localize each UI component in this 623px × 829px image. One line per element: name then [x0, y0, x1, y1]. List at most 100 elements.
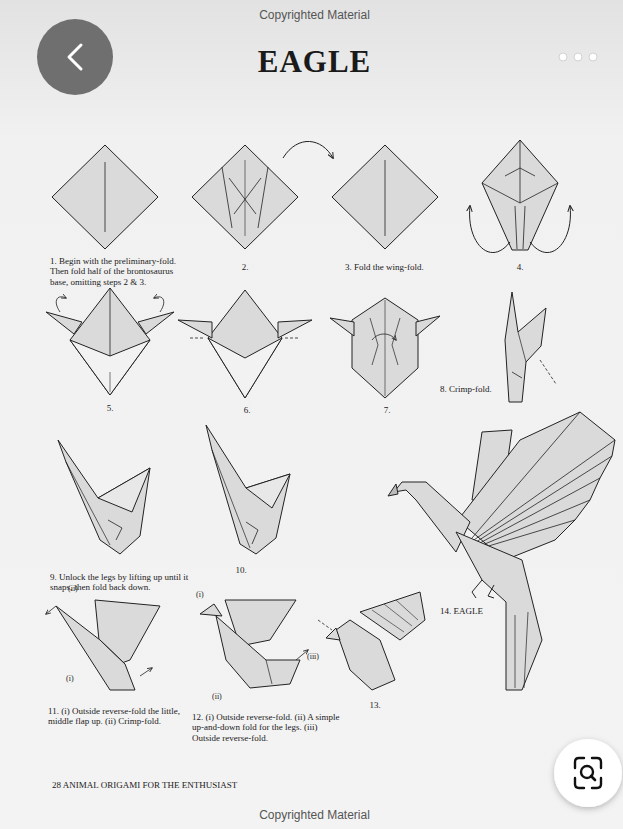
callout-number: (iii) [307, 652, 333, 661]
step-9-figure [98, 468, 150, 512]
step-12-figure [266, 660, 272, 684]
step-1-figure [52, 145, 158, 249]
step-5-figure [56, 297, 66, 312]
callout-number: (ii) [68, 584, 90, 593]
step-4-figure [505, 168, 535, 176]
step-11-figure [100, 640, 125, 664]
eagle-figure [472, 580, 482, 598]
eagle-figure [472, 412, 580, 538]
step-5-figure [110, 372, 111, 392]
step-4-figure [515, 206, 517, 249]
step-8-figure [505, 292, 546, 402]
step-7-figure [330, 298, 440, 398]
step-6-figure [208, 290, 282, 398]
step-5-figure [70, 288, 150, 395]
step-13-figure [318, 620, 332, 630]
eagle-figure [515, 615, 516, 688]
step-caption: 8. Crimp-fold. [440, 384, 504, 394]
step-7-figure [352, 298, 418, 398]
step-4-figure [530, 206, 570, 253]
step-2-figure [234, 178, 261, 214]
step-13-figure [372, 600, 418, 632]
step-caption: 11. (i) Outside reverse-fold the little,… [48, 706, 190, 727]
page-title: EAGLE [3, 44, 623, 80]
back-button [37, 19, 113, 95]
step-2-figure [222, 167, 232, 228]
step-number: 6. [232, 405, 262, 415]
step-11-figure [140, 668, 152, 676]
step-4-figure [470, 206, 510, 253]
step-4-figure [482, 140, 558, 250]
search-button [554, 739, 622, 807]
eagle-figure [388, 484, 398, 496]
eagle-figure [480, 500, 590, 546]
step-6-figure [178, 290, 312, 398]
origami-illustration [46, 140, 615, 690]
page-footer: 28 ANIMAL ORIGAMI FOR THE ENTHUSIAST [52, 780, 372, 790]
step-13-figure [396, 600, 418, 620]
more-icon [574, 53, 582, 61]
more-icon [589, 53, 597, 61]
step-10-figure [246, 474, 290, 508]
step-3-figure [332, 145, 438, 249]
eagle-figure [474, 440, 615, 540]
callout-number: (i) [196, 590, 214, 599]
step-11-figure [56, 606, 135, 690]
more-icon [559, 53, 597, 61]
eagle-figure [478, 478, 600, 544]
step-5-figure [110, 288, 111, 356]
eagle-figure [458, 412, 615, 560]
step-4-figure [520, 140, 521, 203]
step-4-figure [523, 206, 525, 249]
more-icon [559, 53, 567, 61]
step-4-figure [470, 140, 571, 253]
step-number: 10. [226, 565, 256, 575]
step-caption: 14. EAGLE [440, 606, 504, 616]
step-6-figure [285, 338, 300, 339]
step-number: 7. [372, 405, 402, 415]
callout-number: (ii) [212, 692, 234, 701]
step-10-figure [246, 522, 258, 544]
back-button [69, 45, 81, 69]
step-6-figure [278, 320, 312, 338]
step-caption: 3. Fold the wing-fold. [345, 262, 465, 272]
step-8-figure [518, 332, 526, 362]
step-3-figure [385, 160, 386, 236]
step-7-figure [385, 300, 386, 396]
step-9-figure [108, 520, 122, 540]
callout-number: (i) [66, 674, 84, 683]
eagle-figure [488, 585, 494, 598]
search-button [554, 739, 622, 807]
step-7-figure [370, 318, 378, 365]
eagle-figure [524, 612, 528, 688]
search-button [575, 758, 601, 788]
step-10-figure [212, 450, 250, 548]
step-2-figure [192, 145, 298, 249]
step-2-figure [245, 160, 246, 236]
step-9-figure [58, 440, 150, 554]
step-1-figure [105, 162, 106, 232]
step-5-figure [138, 312, 174, 334]
step-5-figure [46, 312, 82, 334]
step-9-figure [66, 462, 110, 545]
step-5-figure [46, 288, 174, 395]
eagle-figure [482, 520, 575, 548]
step-number: 5. [95, 403, 125, 413]
eagle-figure [394, 482, 470, 552]
step-caption: 12. (i) Outside reverse-fold. (ii) A sim… [192, 712, 342, 743]
step-5-figure [154, 297, 164, 312]
step-8-figure [540, 360, 556, 384]
step-2-figure [229, 178, 256, 214]
step-13-figure [336, 620, 395, 690]
step-13-figure [318, 592, 425, 690]
step-2-figure [192, 145, 298, 249]
step-10-figure [206, 425, 290, 554]
watermark: Copyrighted Material [3, 9, 623, 23]
step-6-figure [178, 320, 212, 338]
step-number: 4. [505, 262, 535, 272]
step-7-figure [372, 334, 396, 340]
step-13-figure [326, 628, 340, 640]
step-7-figure [392, 318, 400, 365]
step-13-figure [372, 610, 404, 632]
